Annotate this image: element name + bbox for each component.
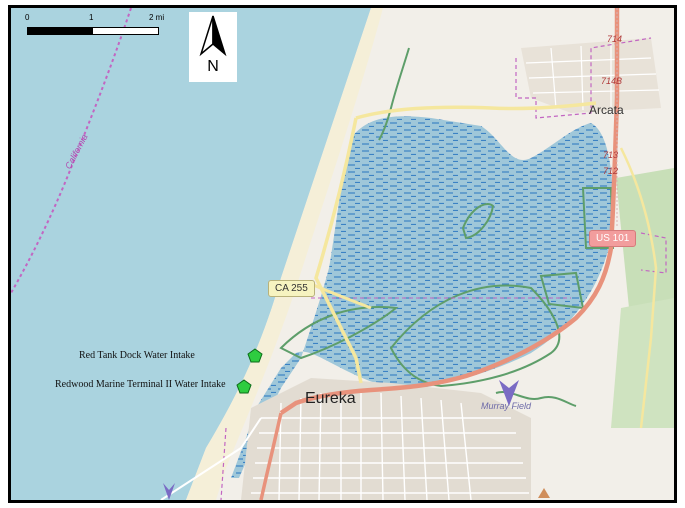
ocean (11, 8, 371, 500)
ca-255-road (308, 281, 372, 310)
label-red-tank-dock: Red Tank Dock Water Intake (79, 350, 195, 361)
city-label-arcata: Arcata (589, 103, 624, 117)
exit-label-713: 713 (603, 150, 619, 160)
wetland-outline (279, 306, 399, 360)
poi-label-murray-field: Murray Field (481, 401, 532, 411)
sampling-point-redwood-marine-terminal[interactable] (236, 379, 252, 394)
airport-icon (163, 483, 175, 500)
north-spit (186, 8, 383, 500)
scale-bar: 0 1 2 mi (25, 13, 165, 43)
park-area (616, 168, 674, 338)
us-101-highway (279, 8, 620, 415)
eureka-urban (241, 378, 531, 500)
wetland-outline (378, 47, 410, 141)
ca-255-shield: CA 255 (268, 280, 315, 297)
ca-255-road (355, 101, 597, 120)
humboldt-bay (231, 116, 613, 479)
arcata-streets (525, 43, 660, 111)
map-frame: 0 1 2 mi N Arcata Eureka Murray Field Ca… (8, 5, 677, 503)
local-road (160, 417, 262, 500)
exit-label-714: 714 (607, 34, 623, 44)
north-arrow-icon (199, 15, 227, 57)
us-101-shield: US 101 (589, 230, 637, 247)
scale-bar-graphic (27, 27, 159, 35)
north-arrow: N (189, 12, 237, 82)
boundary-line (11, 8, 132, 294)
map-canvas (11, 8, 674, 500)
boundary-line (220, 427, 227, 500)
wetland-outline (461, 203, 495, 240)
us-101-highway (259, 412, 283, 500)
scale-label-2: 2 mi (149, 13, 165, 22)
local-road (619, 147, 658, 429)
scale-label-0: 0 (25, 13, 30, 22)
ca-255-road (314, 117, 363, 384)
airport-icon (499, 380, 519, 406)
park-area (611, 298, 674, 428)
scale-label-1: 1 (89, 13, 94, 22)
exit-label-714b: 714B (601, 76, 623, 86)
label-redwood-marine-terminal: Redwood Marine Terminal II Water Intake (55, 379, 226, 390)
city-label-eureka: Eureka (305, 390, 356, 407)
north-label: N (207, 58, 219, 75)
landmark-icon (538, 488, 550, 498)
boundary-line (640, 232, 667, 274)
exit-label-712: 712 (603, 166, 619, 176)
boundary-line (515, 37, 652, 119)
sampling-point-red-tank-dock[interactable] (247, 348, 263, 363)
